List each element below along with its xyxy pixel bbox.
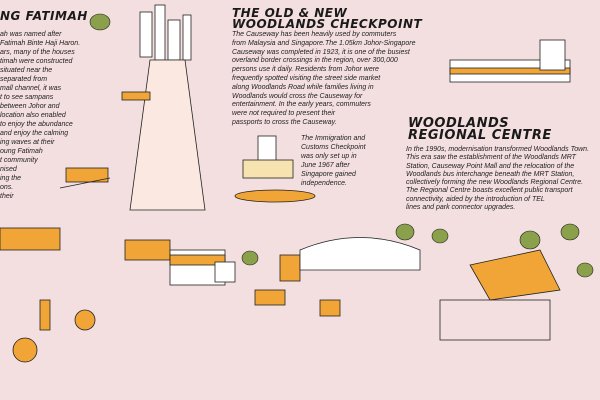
- caption-line: Singapore gained: [301, 171, 356, 178]
- text-line: passports to cross the Causeway.: [232, 118, 337, 126]
- text-line: mall channel, it was: [0, 85, 62, 92]
- street-scene-illustration: [0, 227, 561, 363]
- text-line: ah was named after: [0, 31, 62, 38]
- text-line: persons use it daily. Residents from Joh…: [232, 66, 379, 74]
- title-line: THE OLD & NEW: [232, 6, 348, 20]
- text-line: from Malaysia and Singapore.The 1.05km J…: [232, 39, 416, 47]
- text-line: entertainment. In the early years, commu…: [232, 101, 371, 109]
- caption-line: June 1967 after: [301, 162, 350, 169]
- text-line: Station, Causeway Point Mall and the rel…: [406, 162, 575, 170]
- text-line: Woodlands bus interchange beneath the MR…: [406, 170, 575, 178]
- text-line: to enjoy the abundance: [0, 121, 73, 128]
- regional-title: WOODLANDS REGIONAL CENTRE: [408, 116, 552, 143]
- text-line: Causeway was completed in 1923, it is on…: [232, 48, 410, 56]
- text-line: Woodlands would cross the Causeway for: [232, 92, 363, 100]
- regional-text: In the 1990s, modernisation transformed …: [406, 146, 596, 212]
- text-line: collectively forming the new Woodlands R…: [406, 179, 584, 187]
- text-line: The Causeway has been heavily used by co…: [232, 31, 397, 38]
- fatimah-text: ah was named after Fatimah Binte Haji Ha…: [0, 30, 80, 201]
- text-line: This era saw the establishment of the Wo…: [406, 154, 576, 162]
- text-line: timah were constructed: [0, 58, 73, 65]
- text-line: location also enabled: [0, 112, 66, 119]
- text-line: and enjoy the calming: [0, 130, 69, 137]
- checkpoint-text: The Causeway has been heavily used by co…: [232, 31, 416, 128]
- text-line: ing waves at their: [0, 139, 55, 146]
- text-line: Fatimah Binte Haji Haron.: [0, 40, 81, 47]
- text-line: situated near the: [0, 67, 53, 74]
- text-line: frequently spotted visiting the street s…: [232, 74, 381, 82]
- title-line: REGIONAL CENTRE: [408, 128, 552, 143]
- text-line: lines and park connector upgrades.: [406, 204, 516, 212]
- text-line: ing the: [0, 175, 22, 182]
- regional-centre-building-illustration: [449, 39, 571, 83]
- caption-line: Customs Checkpoint: [301, 144, 366, 151]
- text-line: ars, many of the houses: [0, 49, 75, 56]
- text-line: In the 1990s, modernisation transformed …: [406, 146, 590, 153]
- caption-line: was only set up in: [301, 153, 357, 160]
- checkpoint-title: THE OLD & NEW WOODLANDS CHECKPOINT: [232, 6, 423, 31]
- text-line: overland border crossings in the region,…: [232, 57, 398, 65]
- caption-line: The Immigration and: [301, 135, 366, 142]
- text-line: The Regional Centre boasts excellent pub…: [406, 187, 573, 195]
- text-line: t to see sampans: [0, 94, 54, 101]
- caption-line: independence.: [301, 180, 347, 187]
- text-line: nised: [0, 166, 17, 173]
- checkpoint-building-illustration: [234, 135, 316, 203]
- trees-illustration: [89, 13, 594, 278]
- text-line: oung Fatimah: [0, 148, 43, 155]
- text-line: separated from: [0, 76, 48, 83]
- title-line: WOODLANDS: [408, 116, 510, 131]
- text-line: connectivity, aided by the introduction …: [406, 195, 545, 203]
- checkpoint-caption: The Immigration and Customs Checkpoint w…: [301, 134, 366, 188]
- train-illustration: [59, 167, 111, 189]
- text-line: t community: [0, 157, 38, 164]
- title-line: WOODLANDS CHECKPOINT: [232, 17, 423, 31]
- text-line: were not required to present their: [232, 110, 336, 118]
- text-line: between Johor and: [0, 103, 60, 110]
- text-line: ons.: [0, 184, 14, 191]
- text-line: along Woodlands Road while families livi…: [232, 83, 374, 91]
- skyline-illustration: [121, 4, 206, 211]
- fatimah-title: NG FATIMAH: [0, 9, 88, 23]
- text-line: their: [0, 193, 14, 200]
